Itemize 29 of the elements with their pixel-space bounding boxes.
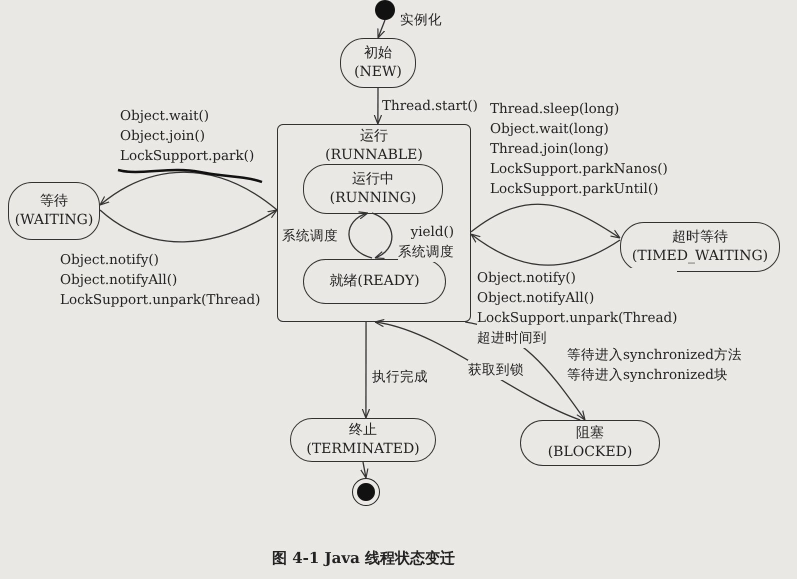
arrow xyxy=(470,204,621,239)
edge-label: 等待进入synchronized方法等待进入synchronized块 xyxy=(567,345,742,385)
state-name: 等待 (WAITING) xyxy=(14,192,94,230)
arrow xyxy=(377,20,386,39)
state-name: 阻塞 (BLOCKED) xyxy=(548,424,632,462)
state-box xyxy=(8,182,100,240)
arrow xyxy=(372,212,392,259)
arrow xyxy=(348,212,372,259)
arrow xyxy=(374,88,382,125)
state-name: 就绪(READY) xyxy=(329,272,420,291)
state-box xyxy=(303,164,443,214)
state-box xyxy=(290,418,436,462)
edge-label: 获取到锁 xyxy=(468,360,524,380)
state-name: 初始 (NEW) xyxy=(354,44,402,82)
arrow xyxy=(360,462,368,479)
state-name: 终止 (TERMINATED) xyxy=(306,421,420,459)
arrow xyxy=(100,209,278,242)
end-circle xyxy=(352,478,380,506)
arrow xyxy=(362,322,370,419)
state-name: 运行 (RUNNABLE) xyxy=(325,127,423,165)
state-box xyxy=(520,420,660,466)
state-name: 超时等待 (TIMED_WAITING) xyxy=(632,228,768,266)
state-name: 运行中 (RUNNING) xyxy=(330,170,416,208)
state-box xyxy=(340,38,416,88)
arrow xyxy=(470,234,620,266)
edge-label: Object.notify() Object.notifyAll() LockSupport.unpark(Thread) 超进时间到 xyxy=(477,268,678,348)
arrow xyxy=(99,172,278,210)
start-circle xyxy=(375,0,395,20)
figure-caption: 图 4-1 Java 线程状态变迁 xyxy=(272,549,456,568)
